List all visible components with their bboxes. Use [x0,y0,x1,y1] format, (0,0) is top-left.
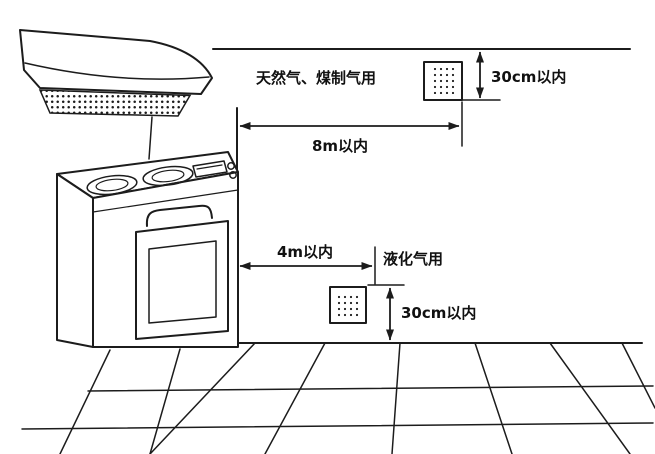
burner-left [86,174,138,196]
hood-body [19,29,213,95]
burner-right [142,165,194,187]
tile-line [264,342,326,454]
tile-line [149,348,181,454]
hood-crease [24,62,210,80]
tile-line [391,342,401,454]
hood-vent-dots [38,89,192,117]
gas-stove [56,151,239,348]
label-bottom-detector-use: 液化气用 [383,250,443,268]
floor-tiles [21,342,655,454]
label-top-clearance: 30cm以内 [491,68,566,86]
label-bottom-clearance: 30cm以内 [401,304,476,322]
hood-stove-link [148,116,153,160]
bottom-detector [329,286,367,324]
top-detector [423,61,463,101]
tile-line [21,422,654,430]
display-line [196,164,223,170]
tile-line [621,342,655,409]
label-8m: 8m以内 [312,137,368,155]
stove-front-crease [92,189,239,213]
label-top-detector-use: 天然气、煤制气用 [256,69,376,87]
stove-left-side [56,173,94,348]
tile-line [474,342,513,454]
tile-line [549,342,631,454]
label-4m: 4m以内 [277,243,333,261]
control-knob-2 [229,171,237,179]
tile-line [59,349,111,454]
tile-line [87,385,654,392]
control-knob-1 [227,162,235,170]
oven-door-window [148,240,217,324]
oven-handle [145,204,213,227]
range-hood [19,29,213,160]
tile-line [149,342,256,454]
